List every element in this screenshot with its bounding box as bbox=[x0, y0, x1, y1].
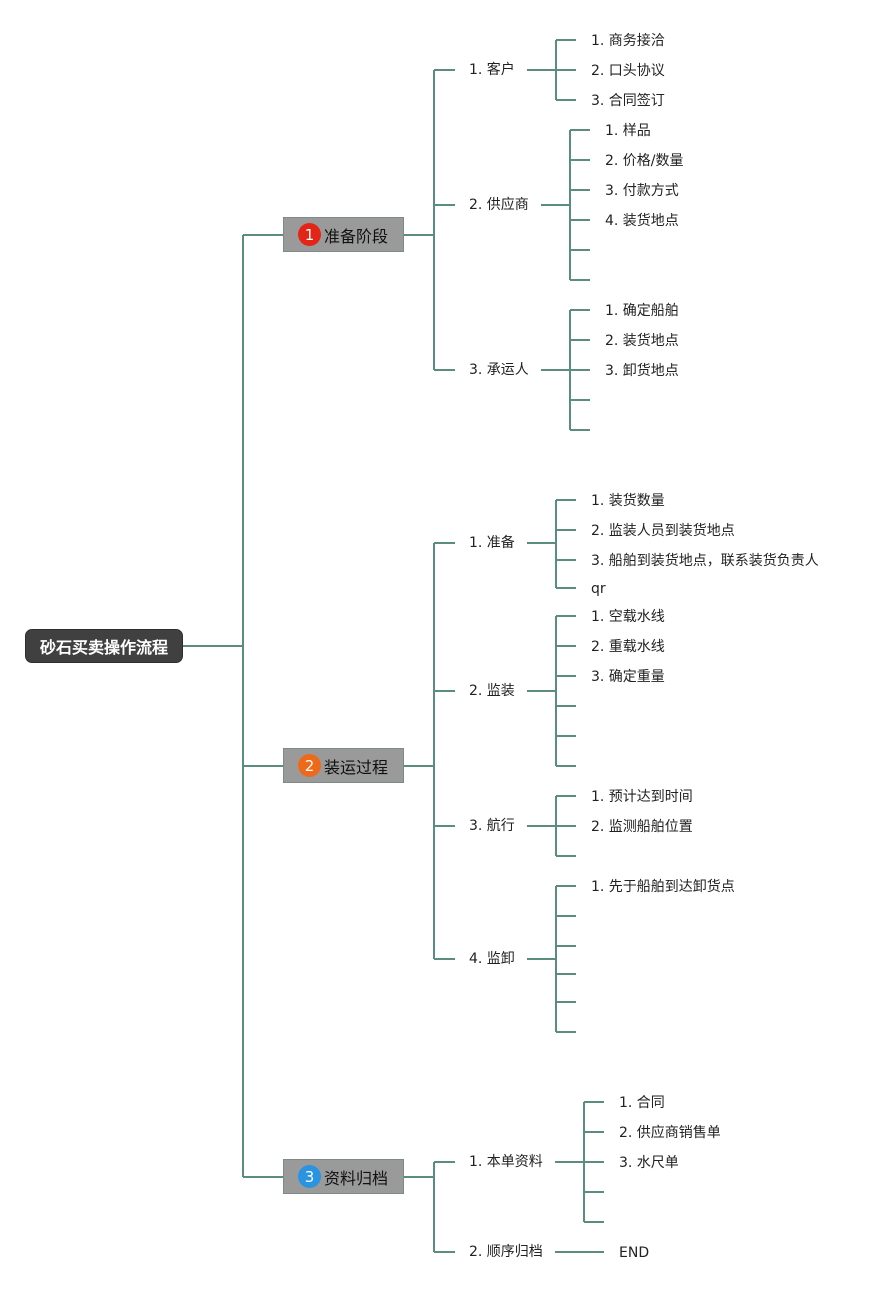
leaf-item[interactable]: 1. 先于船舶到达卸货点 bbox=[591, 879, 735, 895]
stage-label: 装运过程 bbox=[324, 757, 389, 777]
leaf-item[interactable]: qr bbox=[591, 581, 606, 597]
subtopic-carrier[interactable]: 3. 承运人 bbox=[469, 362, 529, 378]
leaf-item[interactable]: 2. 口头协议 bbox=[591, 63, 665, 79]
stage-label: 准备阶段 bbox=[324, 226, 389, 246]
leaf-item[interactable]: 2. 重载水线 bbox=[591, 639, 665, 655]
leaf-item[interactable]: 3. 合同签订 bbox=[591, 93, 665, 109]
leaf-item[interactable]: 2. 监测船舶位置 bbox=[591, 819, 693, 835]
leaf-item[interactable]: 3. 船舶到装货地点，联系装货负责人 bbox=[591, 553, 819, 569]
number-2-icon: 2 bbox=[298, 754, 321, 777]
subtopic-supplier[interactable]: 2. 供应商 bbox=[469, 197, 529, 213]
subtopic-unloading-supervision[interactable]: 4. 监卸 bbox=[469, 951, 515, 967]
leaf-item[interactable]: END bbox=[619, 1245, 650, 1261]
leaf-item[interactable]: 3. 确定重量 bbox=[591, 669, 665, 685]
leaf-item[interactable]: 1. 空载水线 bbox=[591, 609, 665, 625]
number-3-icon: 3 bbox=[298, 1165, 321, 1188]
leaf-item[interactable]: 1. 样品 bbox=[605, 123, 651, 139]
leaf-item[interactable]: 4. 装货地点 bbox=[605, 213, 679, 229]
subtopic-sequential-archive[interactable]: 2. 顺序归档 bbox=[469, 1244, 543, 1260]
leaf-item[interactable]: 1. 预计达到时间 bbox=[591, 789, 693, 805]
leaf-item[interactable]: 1. 确定船舶 bbox=[605, 303, 679, 319]
stage-topic-archive[interactable]: 3 资料归档 bbox=[283, 1159, 404, 1194]
subtopic-prepare[interactable]: 1. 准备 bbox=[469, 535, 515, 551]
leaf-item[interactable]: 2. 装货地点 bbox=[605, 333, 679, 349]
leaf-item[interactable]: 3. 付款方式 bbox=[605, 183, 679, 199]
leaf-item[interactable]: 1. 商务接洽 bbox=[591, 33, 665, 49]
leaf-item[interactable]: 3. 卸货地点 bbox=[605, 363, 679, 379]
subtopic-customer[interactable]: 1. 客户 bbox=[469, 62, 515, 78]
stage-topic-shipping[interactable]: 2 装运过程 bbox=[283, 748, 404, 783]
leaf-item[interactable]: 3. 水尺单 bbox=[619, 1155, 679, 1171]
leaf-item[interactable]: 2. 价格/数量 bbox=[605, 153, 684, 169]
root-topic[interactable]: 砂石买卖操作流程 bbox=[25, 629, 183, 663]
stage-label: 资料归档 bbox=[324, 1168, 389, 1188]
leaf-item[interactable]: 2. 供应商销售单 bbox=[619, 1125, 721, 1141]
subtopic-order-documents[interactable]: 1. 本单资料 bbox=[469, 1154, 543, 1170]
leaf-item[interactable]: 2. 监装人员到装货地点 bbox=[591, 523, 735, 539]
subtopic-voyage[interactable]: 3. 航行 bbox=[469, 818, 515, 834]
number-1-icon: 1 bbox=[298, 223, 321, 246]
subtopic-loading-supervision[interactable]: 2. 监装 bbox=[469, 683, 515, 699]
leaf-item[interactable]: 1. 装货数量 bbox=[591, 493, 665, 509]
stage-topic-prep[interactable]: 1 准备阶段 bbox=[283, 217, 404, 252]
leaf-item[interactable]: 1. 合同 bbox=[619, 1095, 665, 1111]
